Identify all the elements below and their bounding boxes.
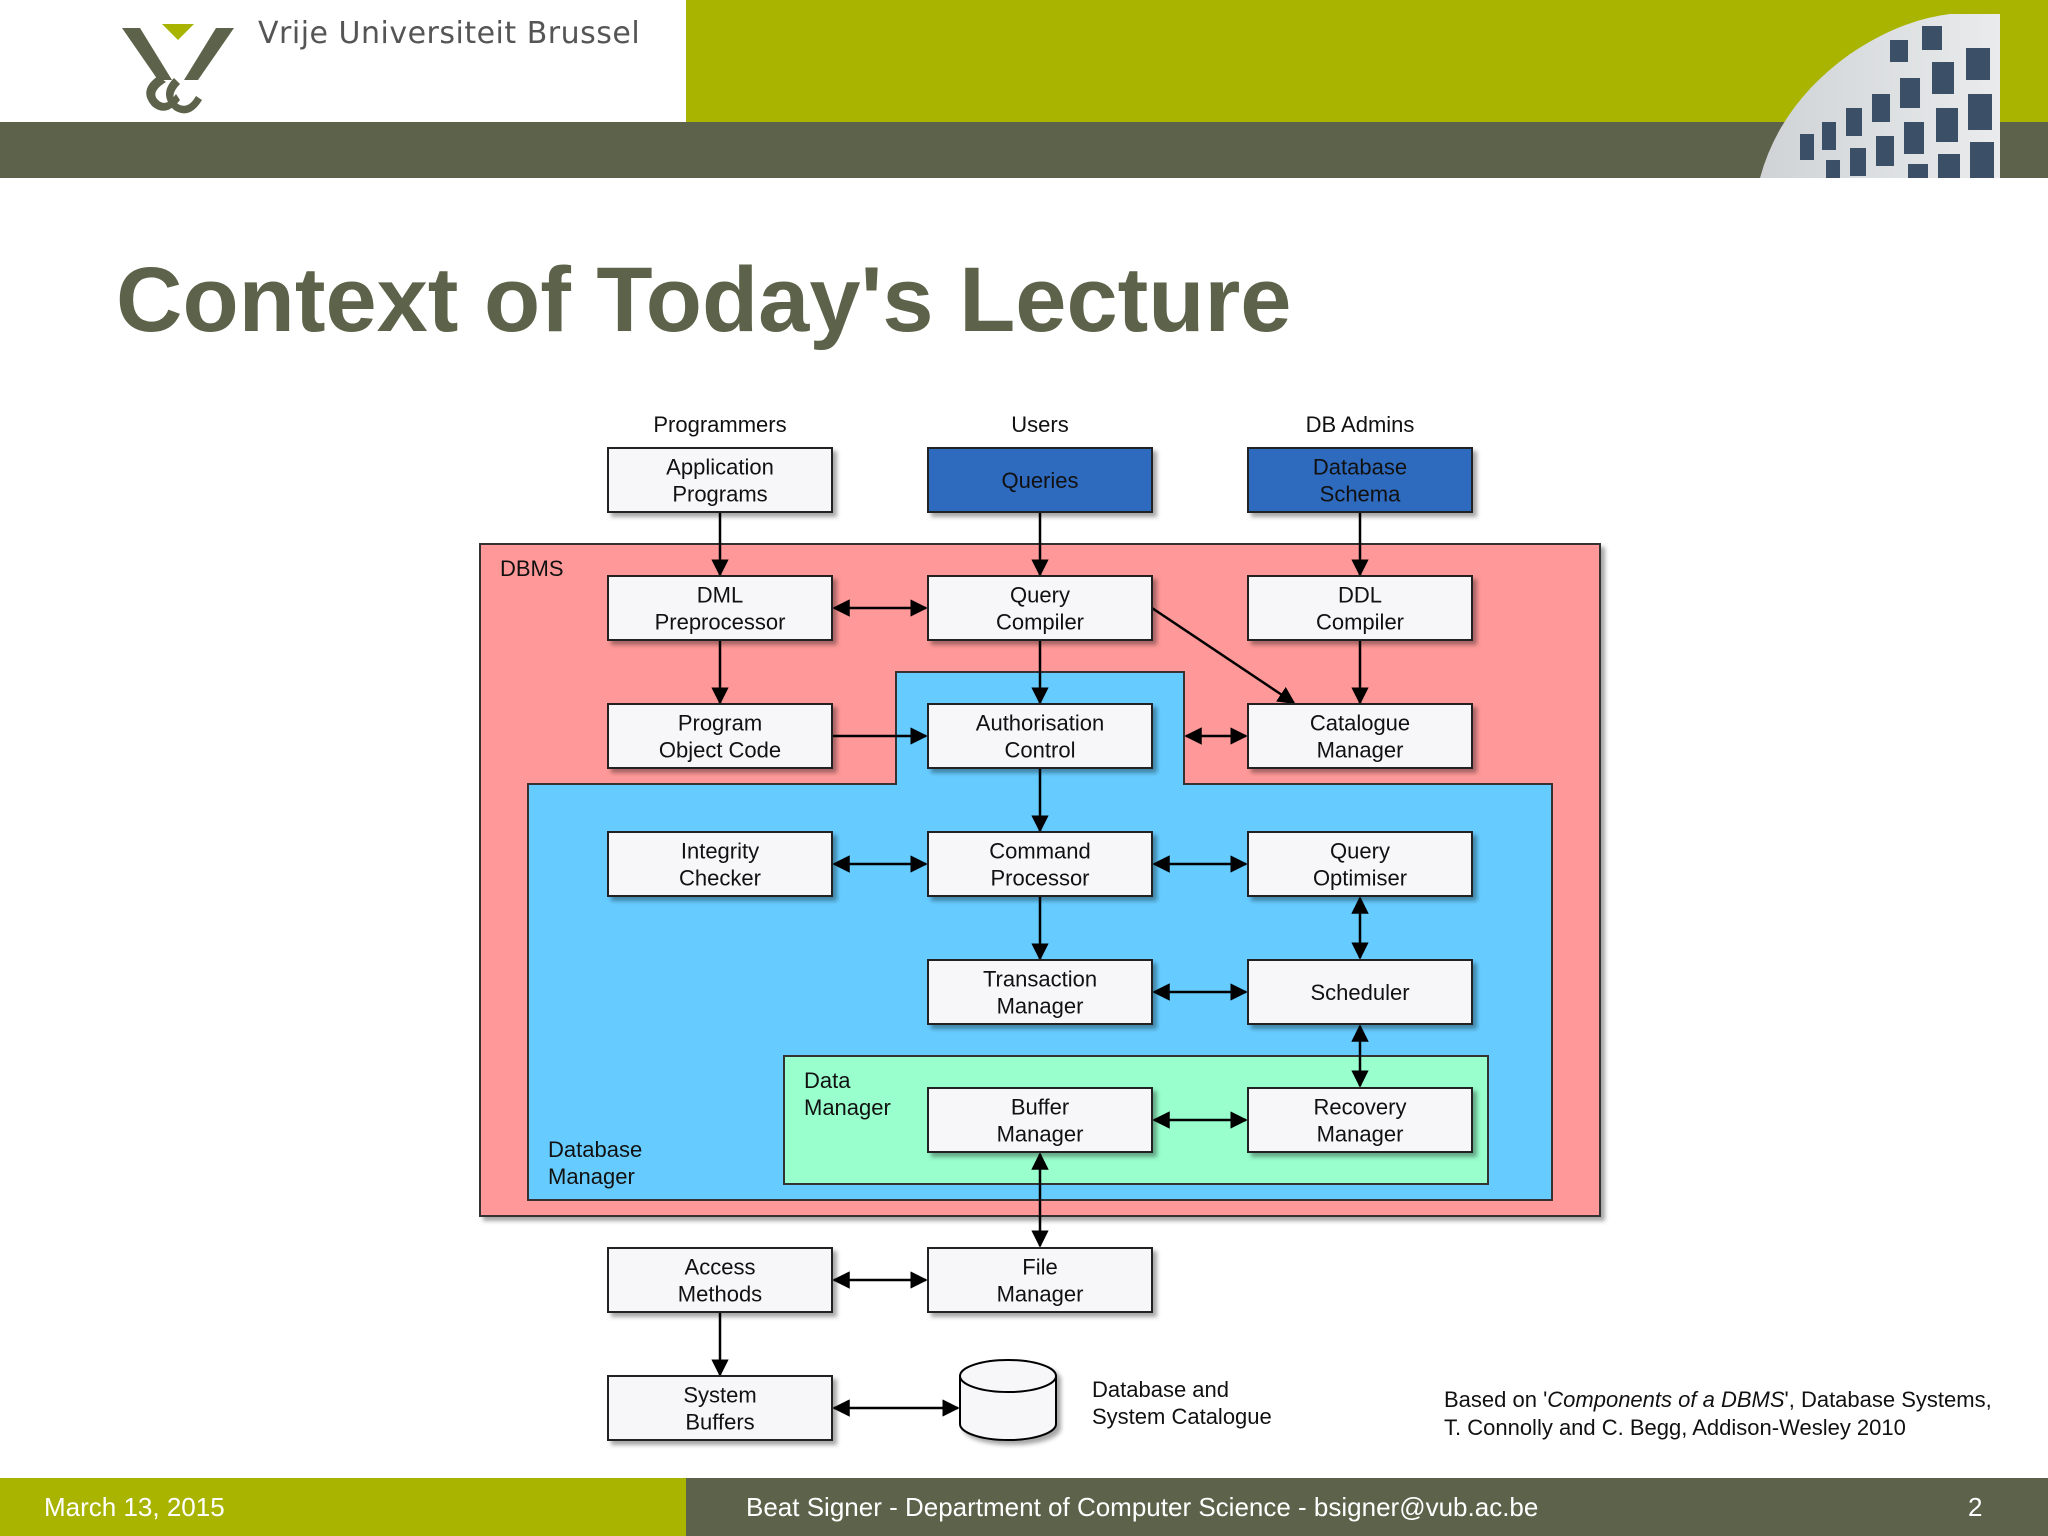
slide-title: Context of Today's Lecture: [116, 249, 1292, 351]
data-manager-label: Data Manager: [804, 1068, 891, 1120]
university-name: Vrije Universiteit Brussel: [258, 16, 641, 51]
source-credit: Based on 'Components of a DBMS', Databas…: [1444, 1387, 1992, 1440]
footer-author: Beat Signer - Department of Computer Sci…: [746, 1492, 1539, 1522]
programmers-label: Programmers: [653, 412, 786, 437]
box-scheduler: Scheduler: [1247, 959, 1473, 1025]
svg-text:Queries: Queries: [1001, 468, 1078, 493]
database-manager-label: Database Manager: [548, 1137, 648, 1189]
header-band: [0, 122, 2048, 178]
building-image: [1760, 14, 2000, 178]
footer-left-panel: [0, 1478, 686, 1536]
header-white-panel: [0, 0, 686, 122]
users-label: Users: [1011, 412, 1068, 437]
database-cylinder-icon: [959, 1359, 1057, 1441]
arrow-qc-catalogue: [1151, 606, 1296, 705]
box-queries: Queries: [927, 447, 1153, 513]
footer-date: March 13, 2015: [44, 1492, 225, 1522]
db-admins-label: DB Admins: [1306, 412, 1415, 437]
dbms-label: DBMS: [500, 556, 564, 581]
database-label: Database and System Catalogue: [1092, 1377, 1272, 1429]
footer-right-panel: [686, 1478, 2048, 1536]
svg-text:Scheduler: Scheduler: [1310, 980, 1409, 1005]
page-number: 2: [1968, 1492, 1983, 1522]
vub-logo-icon: [122, 24, 234, 114]
